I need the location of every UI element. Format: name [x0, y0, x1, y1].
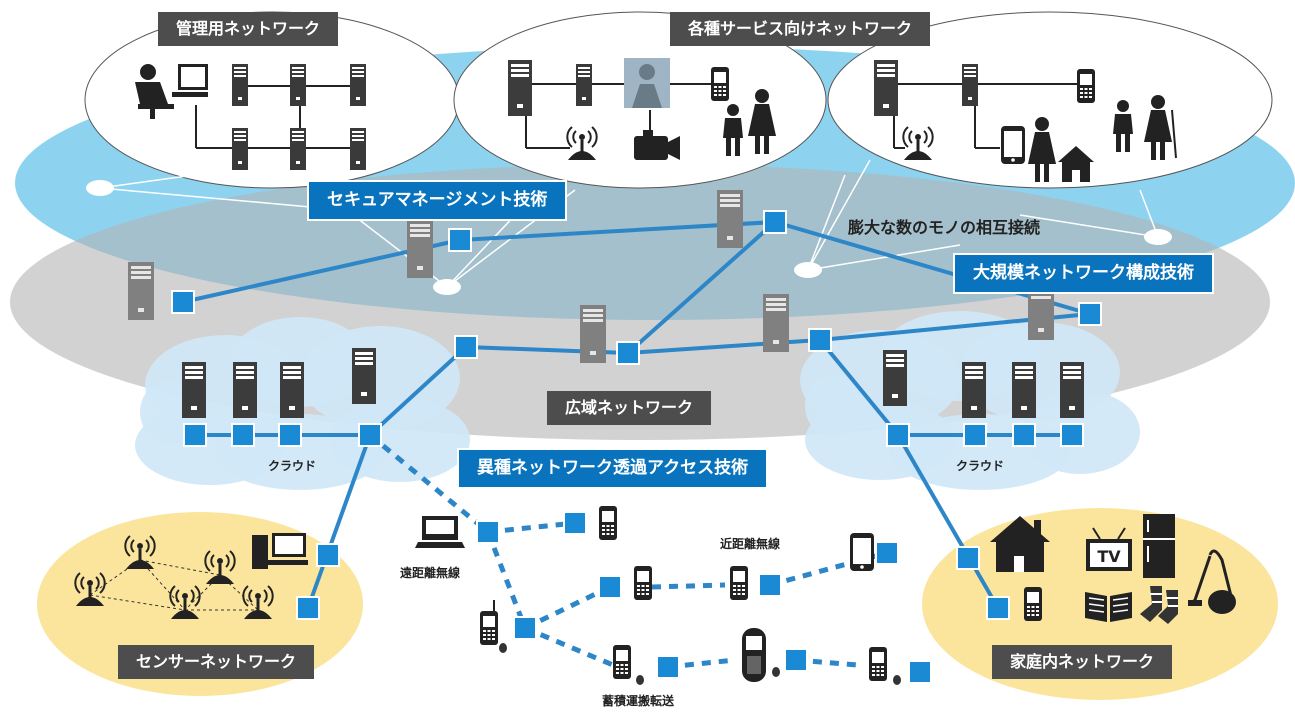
heterogeneous-access-label: 異種ネットワーク透過アクセス技術: [457, 448, 769, 489]
service-network-1-lines: [525, 83, 720, 149]
person-photo-icon: [624, 58, 670, 108]
massive-interconnection-label: 膨大な数のモノの相互接続: [848, 218, 1041, 237]
tv-label: TV: [1097, 547, 1121, 566]
elderly-couple-icon: [1113, 95, 1177, 160]
feature-phone-icon: [480, 600, 507, 653]
person-at-computer-icon: [135, 64, 208, 119]
vacuum-cleaner-icon: [1188, 549, 1236, 614]
cloud-left-label: クラウド: [268, 459, 317, 473]
store-and-forward-label: 蓄積運搬転送: [602, 694, 675, 708]
desktop-pc-icon: [252, 533, 308, 569]
round-phone-icon: [742, 628, 766, 682]
secure-management-label: セキュアマネージメント技術: [307, 180, 568, 221]
short-range-wireless-label: 近距離無線: [720, 537, 781, 551]
home-network-label: 家庭内ネットワーク: [992, 645, 1173, 679]
tv-icon: TV: [1086, 527, 1132, 571]
long-range-wireless-label: 遠距離無線: [400, 566, 461, 580]
video-camera-icon: [634, 130, 680, 160]
sensor-network-label: センサーネットワーク: [118, 645, 315, 679]
large-scale-network-label: 大規模ネットワーク構成技術: [953, 253, 1214, 294]
service-networks-label: 各種サービス向けネットワーク: [670, 12, 931, 46]
wireless-links: [368, 433, 888, 671]
refrigerator-icon: [1143, 514, 1175, 578]
wide-area-network-label: 広域ネットワーク: [547, 391, 712, 425]
junction-dots: [86, 180, 1172, 295]
management-network-label: 管理用ネットワーク: [158, 12, 339, 46]
cloud-right-label: クラウド: [956, 459, 1005, 473]
socks-icon: [1140, 586, 1178, 624]
cloud-right: [800, 311, 1140, 490]
small-house-icon: [1058, 146, 1094, 182]
book-icon: [1085, 592, 1132, 622]
